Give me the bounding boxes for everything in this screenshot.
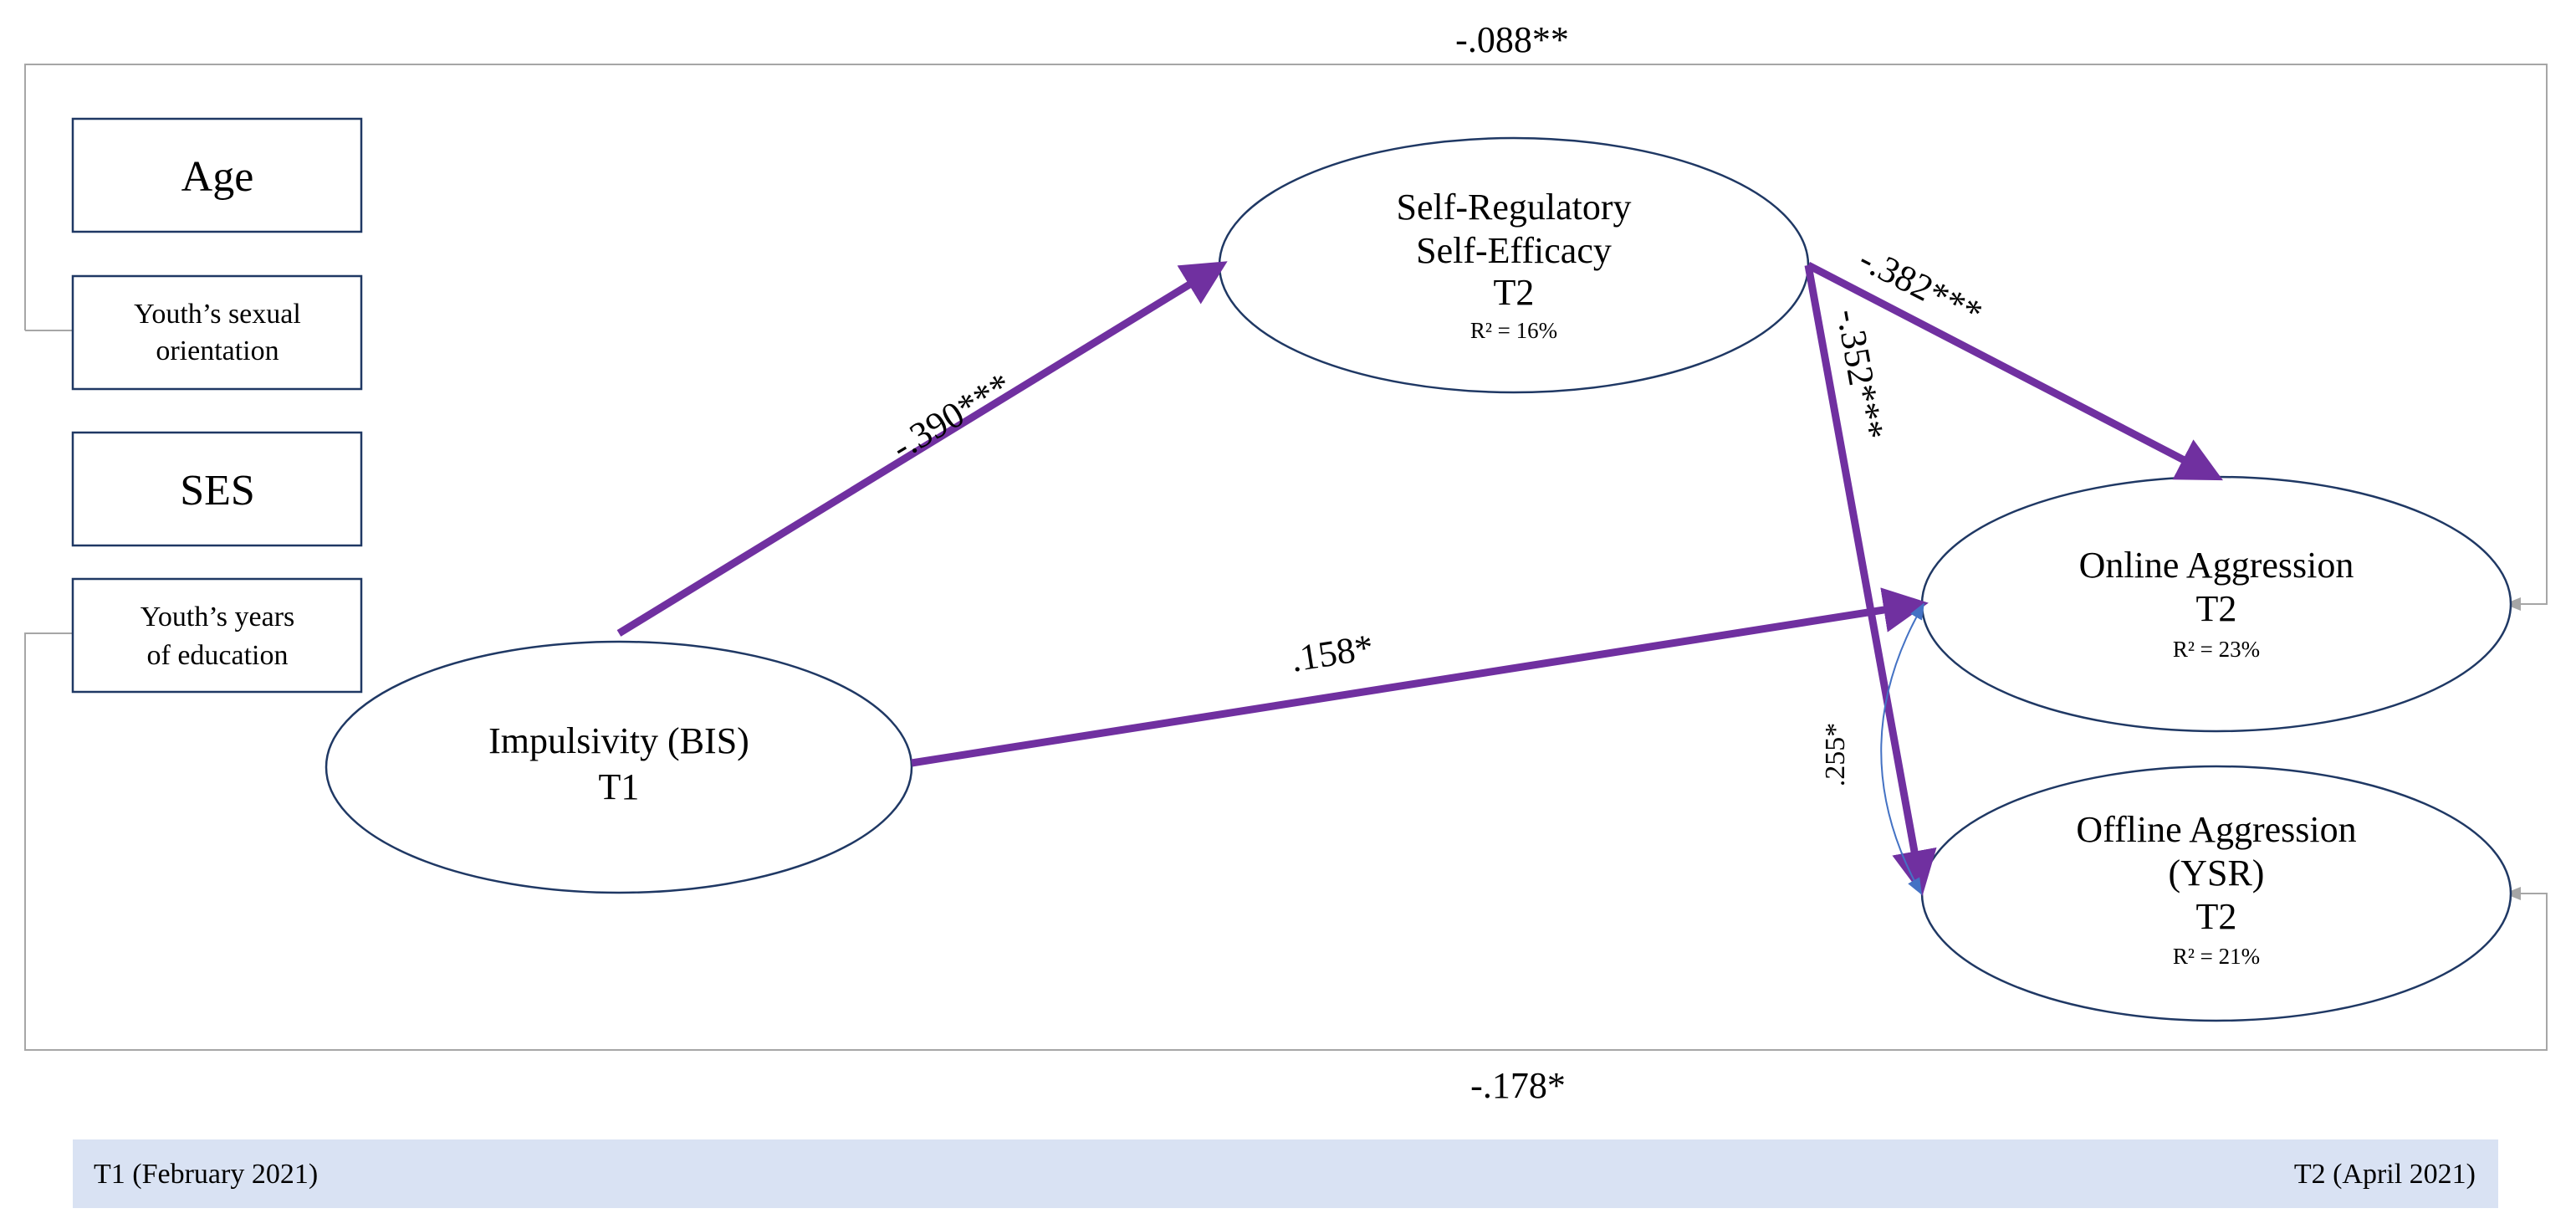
node-label-offline-aggression: Offline Aggression	[2076, 809, 2356, 850]
covariate-box-education	[71, 577, 363, 694]
covariate-label-age: Age	[181, 153, 254, 201]
node-label-impulsivity: T1	[599, 766, 640, 807]
covariate-label-ses: SES	[180, 467, 255, 515]
path-impulsivity-to-online	[911, 587, 1929, 767]
covariate-box-age	[71, 117, 363, 233]
control-coef-top: -.088**	[1455, 19, 1569, 60]
covariate-box-ses	[71, 431, 363, 547]
covariate-label-sexual-orientation: Youth’s sexual	[134, 299, 301, 330]
node-impulsivity	[325, 640, 913, 894]
path-self-efficacy-to-offline	[1804, 264, 1937, 896]
node-label-self-efficacy: Self-Efficacy	[1416, 230, 1612, 271]
control-coef-bottom: -.178*	[1470, 1065, 1566, 1106]
covariate-label-education: of education	[147, 640, 289, 671]
node-offline-aggression	[1920, 765, 2512, 1022]
node-label-self-efficacy: T2	[1494, 272, 1535, 313]
coef-impulsivity-to-online: .158*	[1288, 627, 1376, 680]
node-label-impulsivity: Impulsivity (BIS)	[488, 720, 749, 761]
timeline-t2-label: T2 (April 2021)	[2294, 1159, 2476, 1190]
coef-covariance: .255*	[1820, 723, 1851, 787]
node-label-offline-aggression: (YSR)	[2169, 853, 2265, 894]
control-line-bottom	[24, 632, 2548, 1051]
node-r2-offline-aggression: R² = 21%	[2173, 944, 2260, 969]
coef-impulsivity-to-self-efficacy: -.390***	[884, 365, 1018, 468]
covariate-box-sexual-orientation	[71, 274, 363, 391]
covariate-label-sexual-orientation: orientation	[156, 335, 279, 366]
covariance-online-offline	[1880, 602, 1925, 895]
covariate-label-education: Youth’s years	[141, 602, 295, 632]
node-label-offline-aggression: T2	[2196, 896, 2237, 937]
node-r2-online-aggression: R² = 23%	[2173, 637, 2260, 662]
node-label-online-aggression: Online Aggression	[2079, 545, 2354, 586]
node-label-online-aggression: T2	[2196, 588, 2237, 629]
path-self-efficacy-to-online	[1806, 262, 2223, 481]
timeline-bar	[73, 1139, 2498, 1208]
node-label-self-efficacy: Self-Regulatory	[1396, 187, 1631, 228]
timeline-t1-label: T1 (February 2021)	[94, 1159, 318, 1190]
control-line-top	[24, 64, 2548, 611]
node-r2-self-efficacy: R² = 16%	[1470, 318, 1557, 343]
path-impulsivity-to-self-efficacy	[616, 261, 1228, 637]
